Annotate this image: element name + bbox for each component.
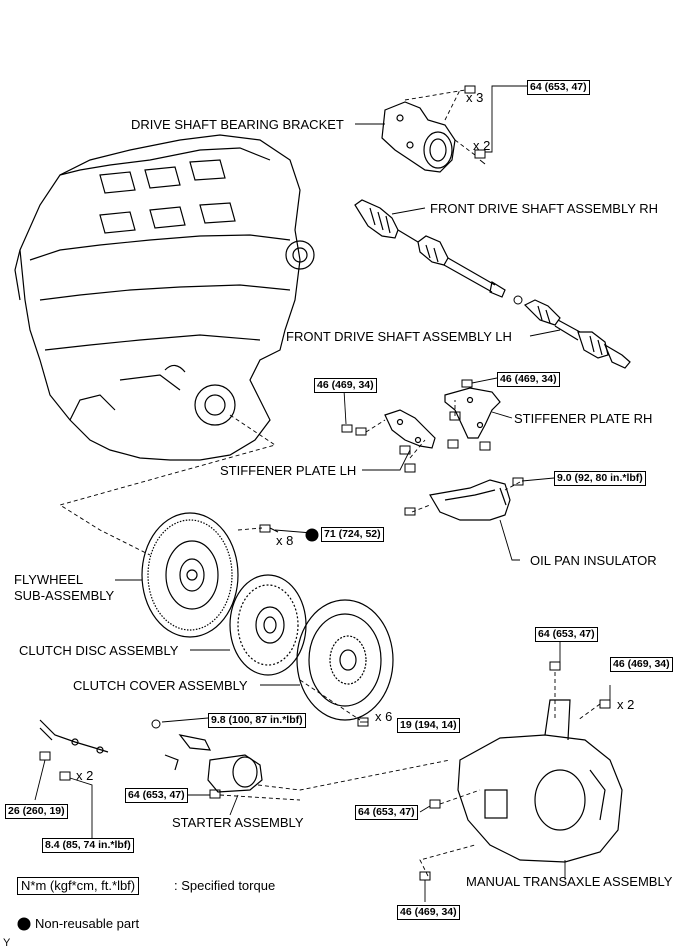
label-stiffener-lh: STIFFENER PLATE LH [220,463,357,478]
drive-shaft-lh-drawing [523,299,631,369]
label-clutch-disc: CLUTCH DISC ASSEMBLY [19,643,179,658]
starter-drawing [164,734,263,793]
drive-shaft-rh-drawing [354,199,506,298]
torque-transaxle-right: 46 (469, 34) [610,657,673,672]
wire-harness-drawing [39,719,109,754]
label-oil-pan-insulator: OIL PAN INSULATOR [530,553,657,568]
stiffener-lh-drawing [384,409,436,449]
oil-pan-insulator-drawing [429,479,511,521]
torque-starter: 64 (653, 47) [125,788,188,803]
legend-torque-desc: : Specified torque [174,878,276,893]
bracket-bolts [464,85,486,165]
corner-mark: Y [3,937,11,949]
qty-transaxle-right: x 2 [617,697,635,712]
stiffener-rh-drawing [444,387,501,439]
torque-starter-terminal: 9.8 (100, 87 in.*lbf) [208,713,306,728]
torque-clutch-cover: 19 (194, 14) [397,718,460,733]
starter-bolts [151,719,221,799]
label-flywheel-line1: FLYWHEEL [14,572,84,587]
label-clutch-cover: CLUTCH COVER ASSEMBLY [73,678,248,693]
torque-stiffener-rh: 46 (469, 34) [497,372,560,387]
harness-bolts [39,751,71,781]
flywheel-drawing [141,512,239,638]
bearing-bracket-drawing [381,101,456,173]
label-drive-shaft-lh: FRONT DRIVE SHAFT ASSEMBLY LH [286,329,512,344]
torque-transaxle-mid: 64 (653, 47) [355,805,418,820]
legend-nonreusable-text: Non-reusable part [35,916,140,931]
label-drive-shaft-rh: FRONT DRIVE SHAFT ASSEMBLY RH [430,201,659,216]
flywheel-bolt [259,524,279,533]
label-stiffener-rh: STIFFENER PLATE RH [514,411,653,426]
torque-harness-small: 8.4 (85, 74 in.*lbf) [42,838,134,853]
qty-bracket-upper: x 3 [466,90,484,105]
torque-oil-pan: 9.0 (92, 80 in.*lbf) [554,471,646,486]
label-flywheel-line2: SUB-ASSEMBLY [14,588,115,603]
torque-bracket: 64 (653, 47) [527,80,590,95]
qty-clutch-cover: x 6 [375,709,393,724]
engine-block-drawing [14,134,315,461]
label-transaxle: MANUAL TRANSAXLE ASSEMBLY [466,874,673,889]
nonreusable-marker [305,528,319,542]
qty-bracket-lower: x 2 [473,138,491,153]
clutch-cover-bolt [357,717,369,727]
stiffener-lh-bolts [341,424,416,473]
label-starter: STARTER ASSEMBLY [172,815,304,830]
snap-ring [513,295,523,305]
transaxle-drawing [457,699,623,863]
torque-flywheel: 71 (724, 52) [321,527,384,542]
stiffener-rh-bolts [447,379,491,451]
torque-stiffener-lh: 46 (469, 34) [314,378,377,393]
legend-nonreusable-marker [17,917,31,931]
qty-harness: x 2 [76,768,94,783]
clutch-disc-drawing [229,574,307,676]
label-bearing-bracket: DRIVE SHAFT BEARING BRACKET [131,117,344,132]
clutch-cover-drawing [296,599,394,721]
qty-flywheel: x 8 [276,533,294,548]
assembly-dashed-lines [58,89,601,877]
torque-transaxle-upper: 64 (653, 47) [535,627,598,642]
torque-harness: 26 (260, 19) [5,804,68,819]
oil-pan-bolts [404,477,524,516]
transaxle-bolts [419,661,611,881]
leader-lines [34,85,611,902]
legend-torque-unit: N*m (kgf*cm, ft.*lbf) [17,877,140,895]
torque-transaxle-lower: 46 (469, 34) [397,905,460,920]
